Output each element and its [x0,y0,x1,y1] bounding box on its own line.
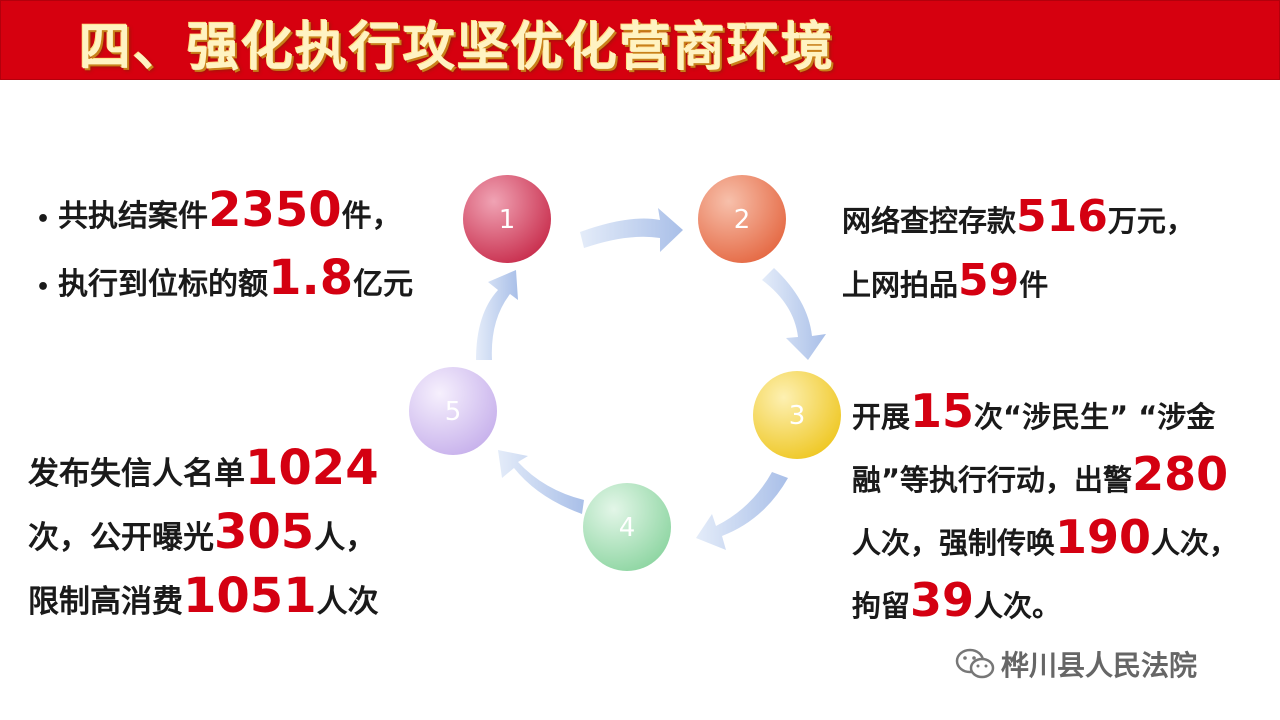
wechat-icon [955,647,995,688]
step-label-2: 2 [734,205,751,235]
stat-number: 15 [910,384,975,438]
stat-number: 2350 [208,182,342,238]
stat-number: 305 [214,504,315,560]
stat-number: 59 [958,255,1020,306]
step-circle-3: 3 [753,371,841,459]
step-label-5: 5 [445,397,462,427]
stat-number: 280 [1132,447,1229,501]
bullet-dot: • [36,275,51,300]
step-circle-4: 4 [583,483,671,571]
step-circle-2: 2 [698,175,786,263]
closed-cases-line: •共执结案件2350件， [36,182,402,238]
step-circle-5: 5 [409,367,497,455]
stat-number: 39 [910,573,975,627]
enforcement-actions-block: 开展15次“涉民生” “涉金 融”等执行行动，出警280 人次，强制传唤190人… [852,384,1239,627]
watermark-text: 桦川县人民法院 [1001,649,1198,682]
watermark: 桦川县人民法院 [955,644,1197,688]
arrow-2-to-3 [762,268,826,360]
stat-number: 1051 [183,568,317,624]
step-label-3: 3 [789,401,806,431]
online-control-block: 网络查控存款516万元， 上网拍品59件 [842,191,1195,306]
closed-cases-block: •共执结案件2350件， •执行到位标的额1.8亿元 [36,176,413,312]
arrow-5-to-1 [476,270,518,360]
arrow-4-to-5 [498,450,584,514]
bullet-dot: • [36,207,51,232]
stat-number: 1.8 [268,250,354,306]
stat-number: 516 [1016,191,1108,242]
dishonest-list-block: 发布失信人名单1024 次，公开曝光305人， 限制高消费1051人次 [28,440,379,624]
step-label-4: 4 [619,513,636,543]
stat-number: 1024 [245,440,379,496]
step-circle-1: 1 [463,175,551,263]
stat-number: 190 [1055,510,1152,564]
title-bar: 四、强化执行攻坚优化营商环境 [0,0,1280,80]
slide-title: 四、强化执行攻坚优化营商环境 [79,18,836,78]
arrow-3-to-4 [696,472,788,550]
step-label-1: 1 [499,205,516,235]
arrow-1-to-2 [580,208,683,252]
executed-amount-line: •执行到位标的额1.8亿元 [36,250,414,306]
